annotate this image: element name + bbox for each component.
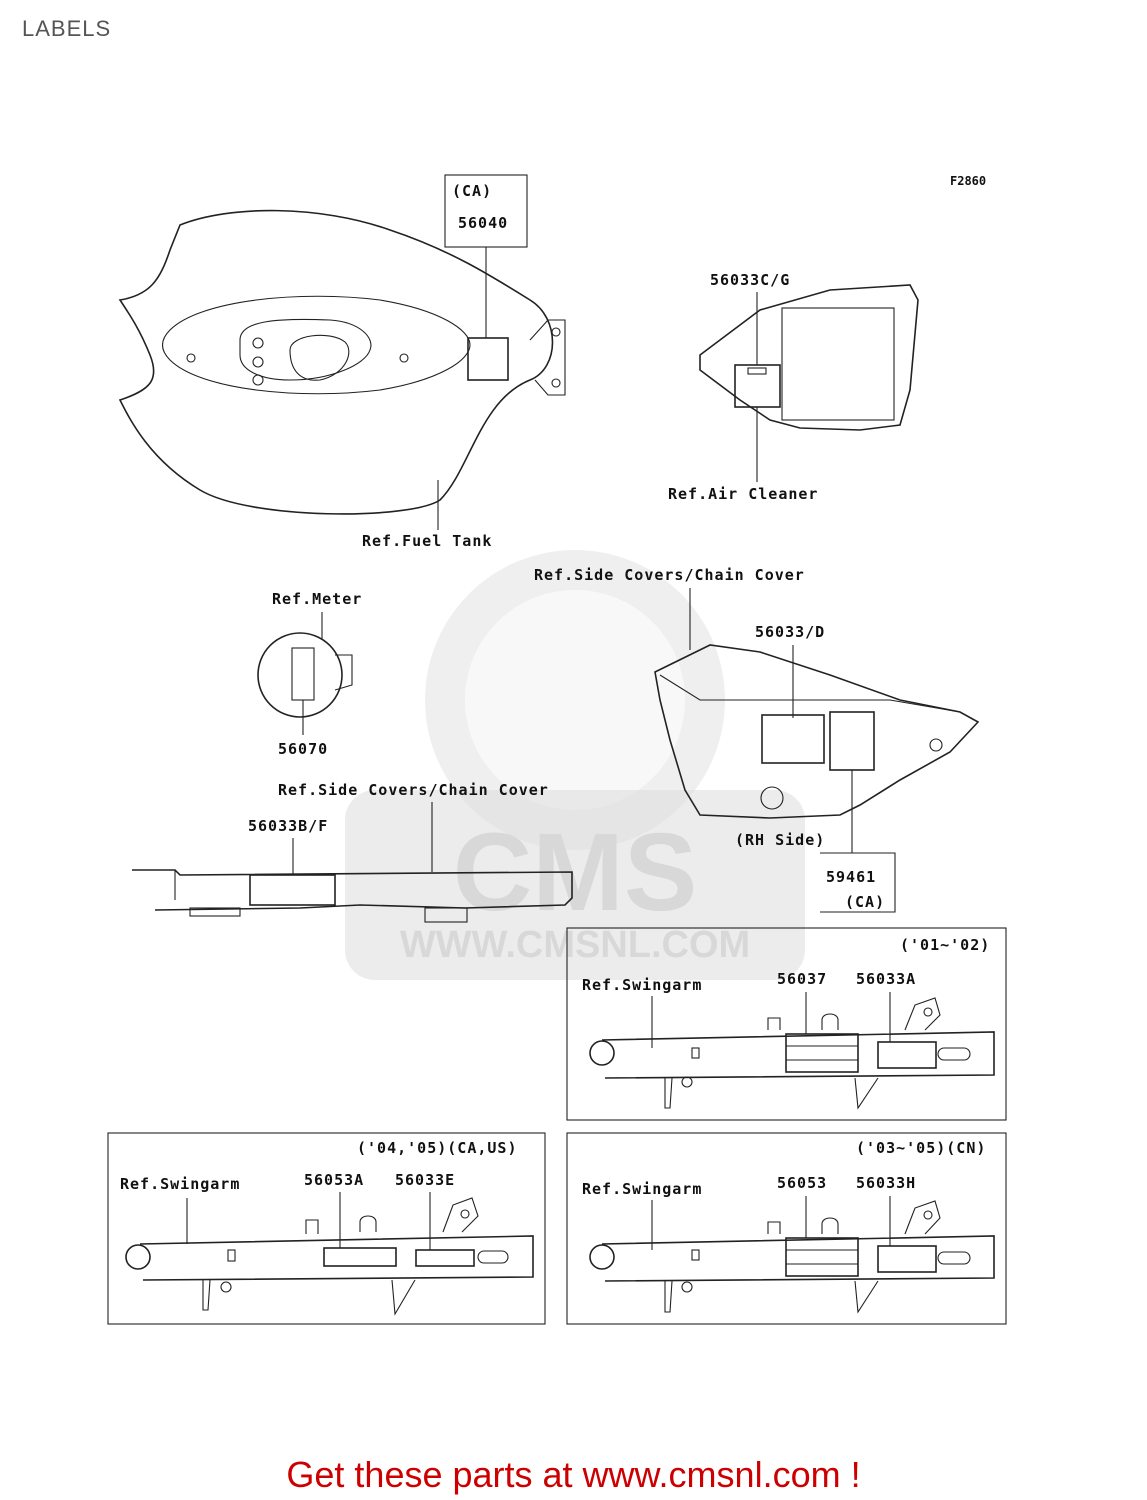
- side-cover-side: (RH Side): [735, 831, 825, 849]
- swingarm-01-02-part-a: 56037: [777, 970, 827, 988]
- swingarm-03-05-part-a: 56053: [777, 1174, 827, 1192]
- fuel-tank-group: (CA) 56040 Ref.Fuel Tank: [118, 174, 566, 550]
- watermark-badge: [345, 790, 805, 980]
- side-cover-part-number: 56033/D: [755, 623, 825, 641]
- side-cover-ref: Ref.Side Covers/Chain Cover: [534, 566, 805, 584]
- swingarm-04-05-panel: ('04,'05)(CA,US) Ref.Swingarm 56053A 560…: [107, 1132, 546, 1325]
- watermark: CMS WWW.CMSNL.COM: [345, 550, 805, 980]
- fuel-tank-label-56040: [467, 337, 509, 381]
- side-cover-outline: [654, 644, 980, 819]
- chain-cover-group: Ref.Side Covers/Chain Cover 56033B/F: [132, 781, 573, 923]
- swingarm-01-02-label-56037: [785, 1033, 859, 1073]
- fuel-tank-region-tag: (CA): [452, 182, 492, 200]
- air-cleaner-ref: Ref.Air Cleaner: [668, 485, 818, 503]
- side-cover-group: Ref.Side Covers/Chain Cover 56033/D (RH …: [534, 566, 980, 913]
- promo-link[interactable]: Get these parts at www.cmsnl.com !: [286, 1454, 861, 1495]
- swingarm-04-05-label-56033e: [415, 1249, 475, 1267]
- swingarm-01-02-frame: [566, 927, 1007, 1121]
- meter-label-56070: [291, 647, 315, 701]
- swingarm-03-05-part-b: 56033H: [856, 1174, 916, 1192]
- swingarm-03-05-ref: Ref.Swingarm: [582, 1180, 702, 1198]
- air-cleaner-part-number: 56033C/G: [710, 271, 790, 289]
- swingarm-01-02-years: ('01~'02): [900, 936, 990, 954]
- fuel-tank-outline: [118, 209, 554, 515]
- swingarm-04-05-ref: Ref.Swingarm: [120, 1175, 240, 1193]
- swingarm-01-02-ref: Ref.Swingarm: [582, 976, 702, 994]
- swingarm-04-05-years: ('04,'05)(CA,US): [357, 1139, 518, 1157]
- chain-cover-outline: [132, 869, 573, 911]
- meter-part-number: 56070: [278, 740, 328, 758]
- swingarm-04-05-part-b: 56033E: [395, 1171, 455, 1189]
- chain-cover-label-56033bf: [249, 874, 336, 906]
- swingarm-04-05-part-a: 56053A: [304, 1171, 364, 1189]
- swingarm-01-02-part-b: 56033A: [856, 970, 916, 988]
- chain-cover-part-number: 56033B/F: [248, 817, 328, 835]
- swingarm-04-05-label-56053a: [323, 1247, 397, 1267]
- swingarm-01-02-panel: ('01~'02) Ref.Swingarm 56037 56033A: [566, 927, 1007, 1121]
- fuel-tank-ref: Ref.Fuel Tank: [362, 532, 492, 550]
- swingarm-03-05-years: ('03~'05)(CN): [856, 1139, 986, 1157]
- swingarm-03-05-panel: ('03~'05)(CN) Ref.Swingarm 56053 56033H: [566, 1132, 1007, 1325]
- swingarm-03-05-frame: [566, 1132, 1007, 1325]
- swingarm-04-05-frame: [107, 1132, 546, 1325]
- watermark-url: WWW.CMSNL.COM: [400, 924, 750, 966]
- side-cover-part-number-2: 59461: [826, 868, 876, 886]
- chain-cover-ref: Ref.Side Covers/Chain Cover: [278, 781, 549, 799]
- meter-group: Ref.Meter 56070: [257, 590, 362, 758]
- air-cleaner-group: 56033C/G Ref.Air Cleaner: [668, 271, 919, 503]
- swingarm-03-05-label-56033h: [877, 1245, 937, 1273]
- side-cover-label-59461: [829, 711, 875, 771]
- swingarm-03-05-label-56053: [785, 1237, 859, 1277]
- air-cleaner-outline: [699, 284, 919, 431]
- meter-outline: [257, 632, 343, 718]
- figure-id: F2860: [950, 174, 986, 188]
- side-cover-label-56033d: [761, 714, 825, 764]
- meter-ref: Ref.Meter: [272, 590, 362, 608]
- page-title: LABELS: [22, 16, 112, 41]
- side-cover-region-tag: (CA): [845, 893, 885, 911]
- swingarm-01-02-label-56033a: [877, 1041, 937, 1069]
- fuel-tank-part-number: 56040: [458, 214, 508, 232]
